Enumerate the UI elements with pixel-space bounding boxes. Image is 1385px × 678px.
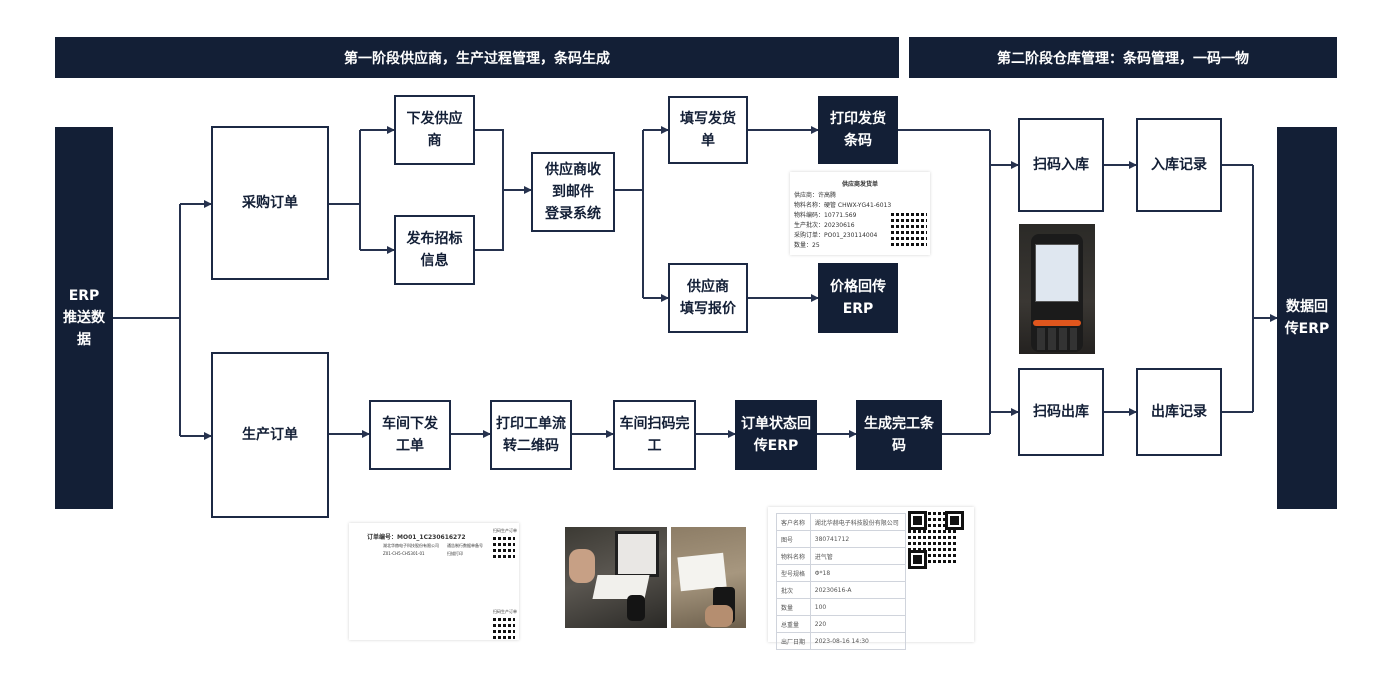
- work-order-line: Z01-CH5-CH5301-01: [383, 551, 425, 556]
- table-cell: 客户名称: [776, 513, 811, 531]
- delivery-note-line: 供应商：许高腾: [794, 192, 837, 199]
- scan-in-node: 扫码入库: [1018, 118, 1104, 212]
- delivery-note-image: 供应商发货单 供应商：许高腾 物料名称：硬管 CHWX-YG41-6013 物料…: [790, 172, 930, 255]
- erp-push-data: ERP 推送数 据: [55, 127, 113, 509]
- table-cell: 湖北华赫电子科技股份有限公司: [809, 513, 907, 531]
- table-cell: 数量: [776, 598, 811, 616]
- qr-finder: [908, 550, 927, 569]
- work-order-line: 湖北华赫电子科技股份有限公司: [383, 543, 439, 548]
- table-cell: 380741712: [809, 530, 907, 548]
- table-cell: 100: [809, 598, 907, 616]
- table-cell: 物料名称: [776, 547, 811, 565]
- delivery-note-line: 数量：25: [794, 242, 820, 249]
- table-row: 客户名称湖北华赫电子科技股份有限公司: [776, 513, 907, 531]
- qr-caption: 扫码生产订单: [493, 528, 517, 533]
- workshop-scan-node: 车间扫码完 工: [613, 400, 696, 470]
- paper-sheet: [677, 552, 727, 592]
- table-cell: 220: [809, 615, 907, 633]
- production-order-node: 生产订单: [211, 352, 329, 518]
- table-row: 物料名称进气管: [776, 547, 907, 565]
- work-order-header: 订单编号：MO01_1C230616272: [367, 534, 466, 541]
- data-return-erp: 数据回 传ERP: [1277, 127, 1337, 509]
- handheld-scanner-photo: [1019, 224, 1095, 354]
- scanner-gun: [627, 595, 645, 621]
- delivery-note-line: 采购订单：PO01_230114004: [794, 232, 878, 239]
- table-cell: 图号: [776, 530, 811, 548]
- table-cell: 出厂日期: [776, 632, 811, 650]
- scanner-keypad: [1037, 328, 1077, 350]
- qr-finder: [945, 511, 964, 530]
- order-status-return-node: 订单状态回 传ERP: [735, 400, 817, 470]
- table-cell: 2023-08-16 14:30: [809, 632, 907, 650]
- fill-delivery-node: 填写发货 单: [668, 96, 748, 164]
- supplier-email-node: 供应商收 到邮件 登录系统: [531, 152, 615, 232]
- price-return-node: 价格回传 ERP: [818, 263, 898, 333]
- delivery-note-title: 供应商发货单: [842, 181, 879, 188]
- table-cell: Φ*18: [809, 564, 907, 582]
- table-cell: 总重量: [776, 615, 811, 633]
- scanner-accent: [1033, 320, 1081, 326]
- qr-code-icon: [891, 210, 927, 246]
- delivery-note-line: 物料名称：硬管 CHWX-YG41-6013: [794, 202, 892, 209]
- hand: [705, 605, 733, 627]
- print-delivery-barcode-node: 打印发货 条码: [818, 96, 898, 164]
- stage2-banner: 第二阶段仓库管理：条码管理，一码一物: [909, 37, 1337, 78]
- purchase-order-node: 采购订单: [211, 126, 329, 280]
- table-cell: 进气管: [809, 547, 907, 565]
- table-cell: 型号规格: [776, 564, 811, 582]
- work-order-label-image: 订单编号：MO01_1C230616272 湖北华赫电子科技股份有限公司 Z01…: [349, 523, 519, 640]
- stage1-banner: 第一阶段供应商，生产过程管理，条码生成: [55, 37, 899, 78]
- workshop-issue-node: 车间下发 工单: [369, 400, 451, 470]
- workshop-scanning-photo: [565, 527, 667, 628]
- delivery-note-line: 生产批次：20230616: [794, 222, 855, 229]
- supplier-quote-node: 供应商 填写报价: [668, 263, 748, 333]
- issue-supplier-node: 下发供应 商: [394, 95, 475, 165]
- table-cell: 批次: [776, 581, 811, 599]
- print-workflow-qr-node: 打印工单流 转二维码: [490, 400, 572, 470]
- scanner-screen: [1035, 244, 1079, 302]
- hand: [569, 549, 595, 583]
- table-cell: 20230616-A: [809, 581, 907, 599]
- work-order-line: 扫描打印: [447, 551, 463, 556]
- scan-out-node: 扫码出库: [1018, 368, 1104, 456]
- in-record-node: 入库记录: [1136, 118, 1222, 212]
- out-record-node: 出库记录: [1136, 368, 1222, 456]
- phone-scanning-photo: [671, 527, 746, 628]
- qr-code-icon: [493, 617, 515, 639]
- qr-code-icon: [493, 536, 515, 558]
- delivery-note-line: 物料编码：10771.569: [794, 212, 857, 219]
- qr-finder: [908, 511, 927, 530]
- generate-finish-barcode-node: 生成完工条 码: [856, 400, 942, 470]
- qr-caption: 扫码生产订单: [493, 609, 517, 614]
- publish-bid-node: 发布招标 信息: [394, 215, 475, 285]
- work-order-line: 通告制行数据单备号: [447, 543, 483, 548]
- laptop-screen: [615, 531, 659, 577]
